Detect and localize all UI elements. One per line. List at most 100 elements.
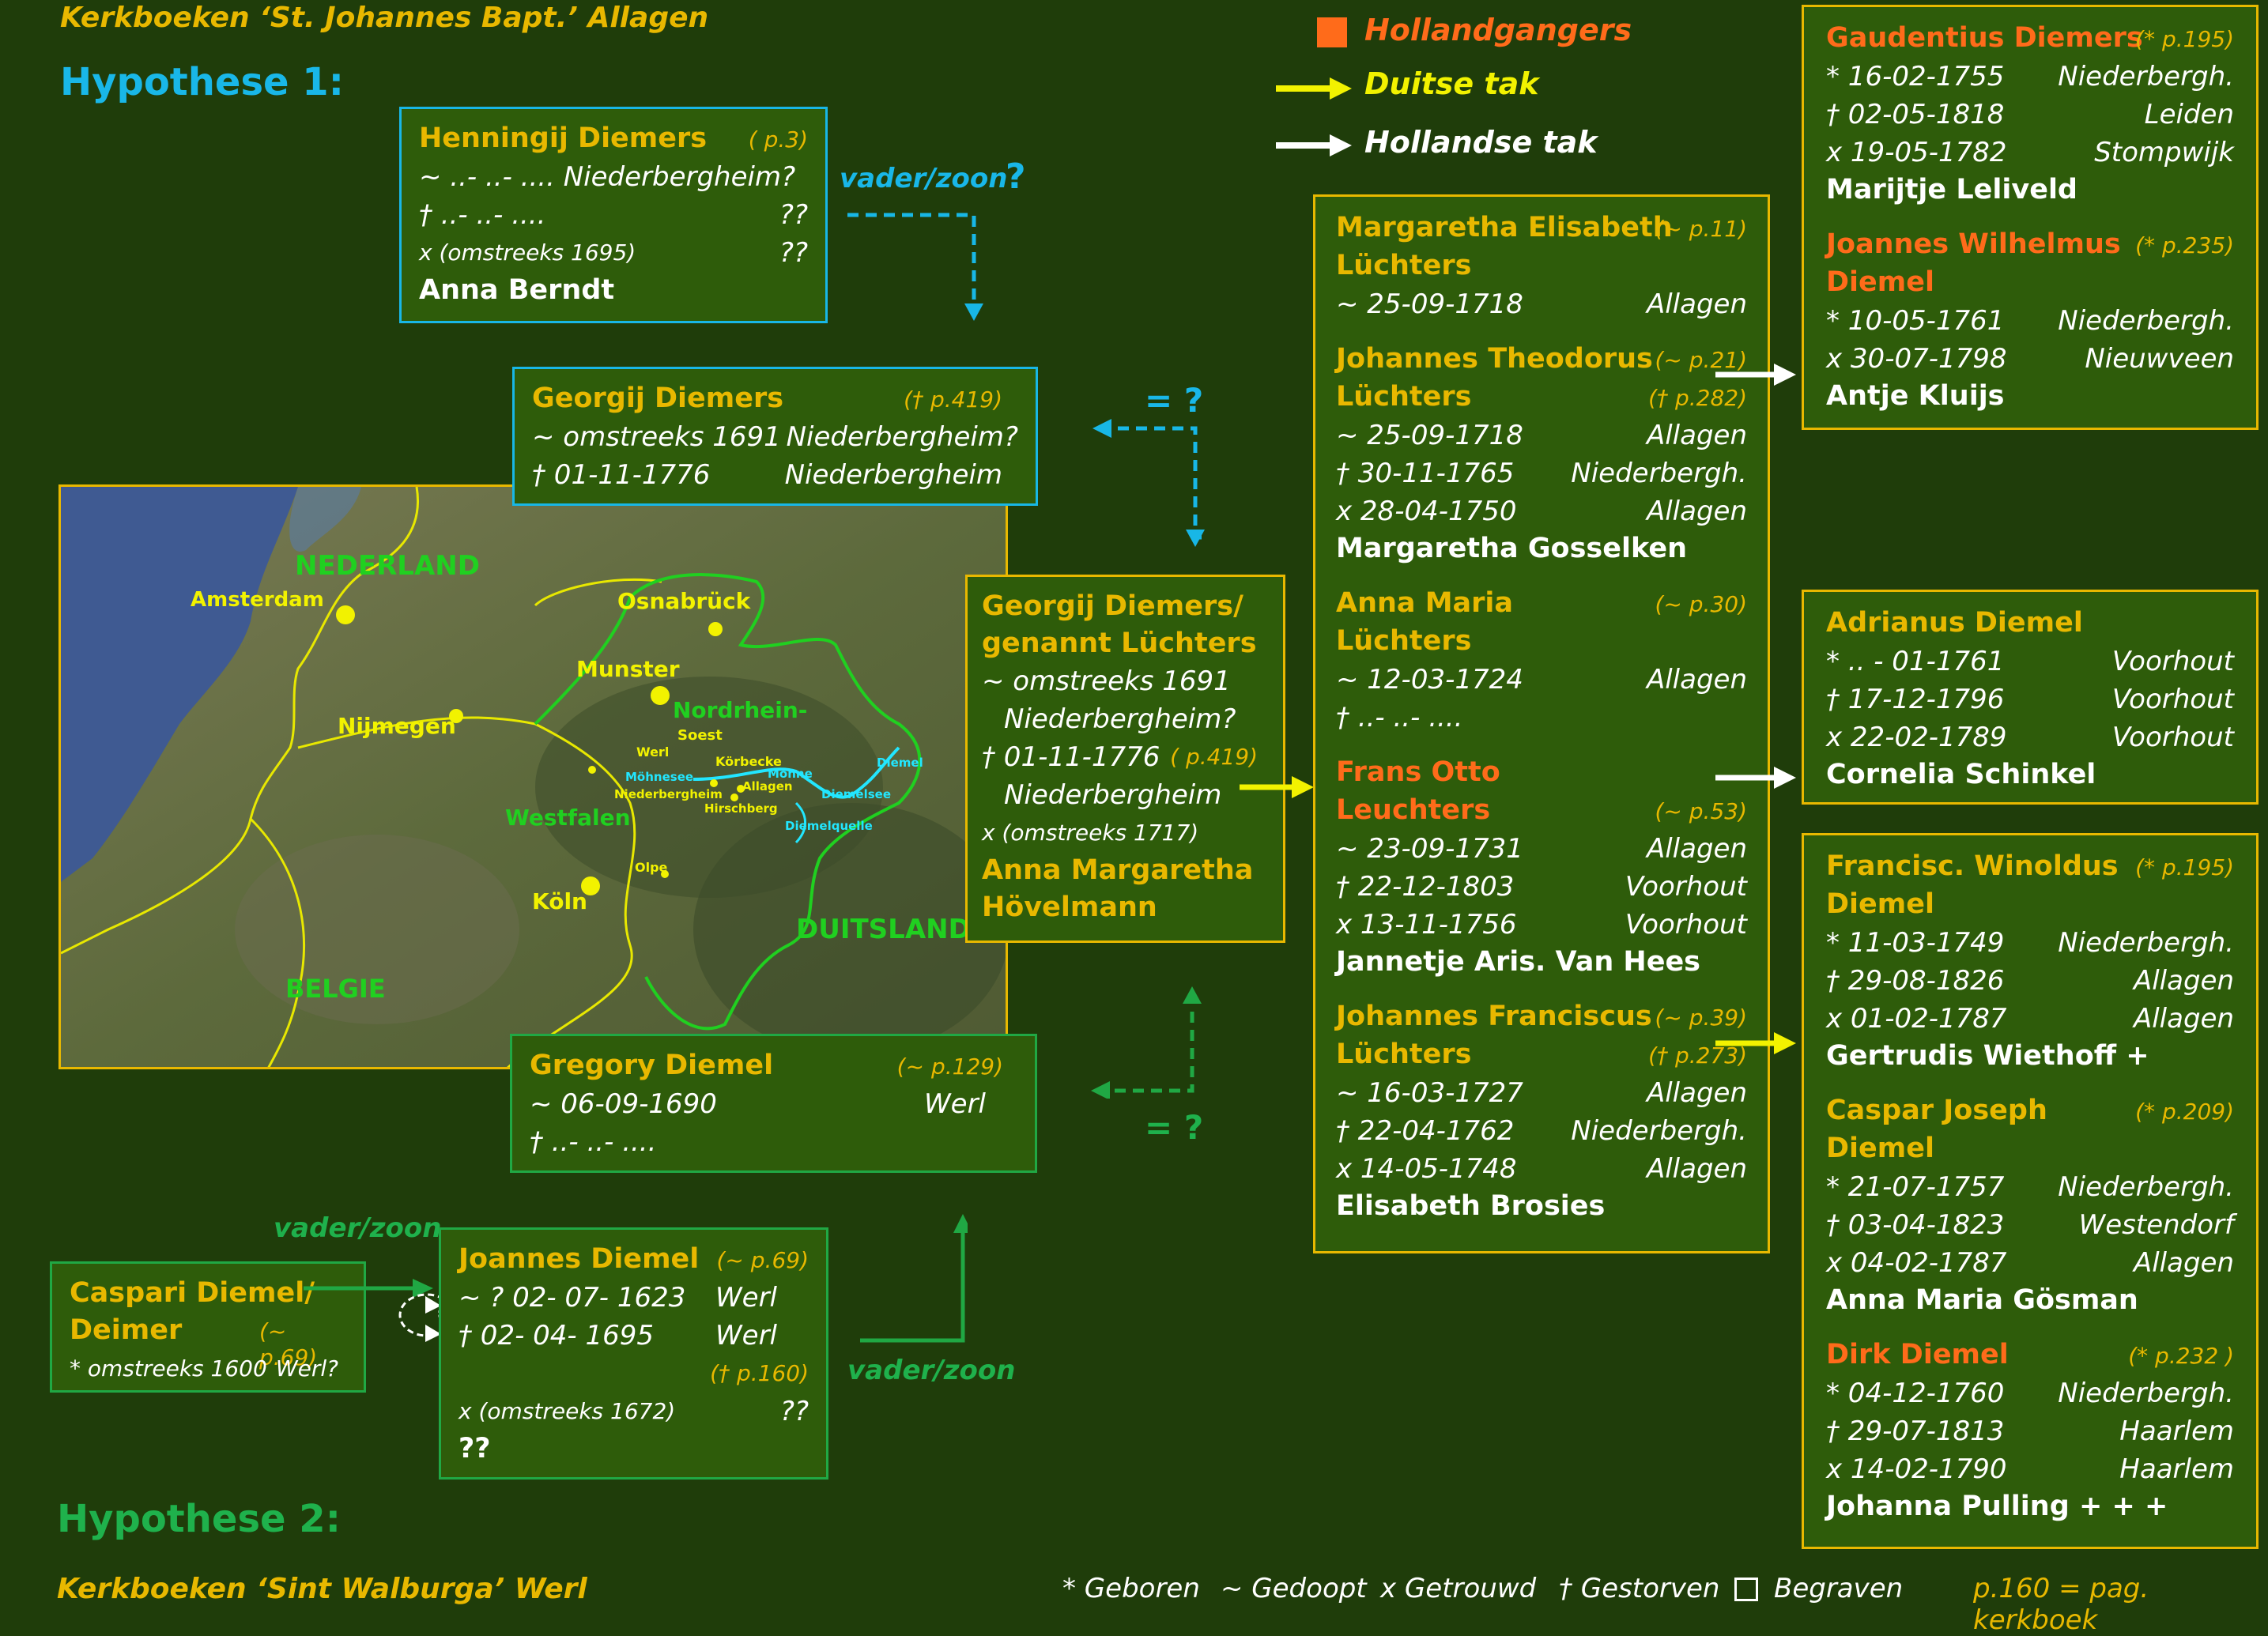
map-label-osnabruck: Osnabrück xyxy=(617,588,751,614)
event-place: Niederbergh. xyxy=(2058,305,2234,337)
event-date: ~ 12-03-1724 xyxy=(1336,664,1523,695)
spouse-name-line2: Hövelmann xyxy=(982,892,1157,923)
map-label-soest: Soest xyxy=(677,727,723,744)
event-place: Allagen xyxy=(2133,965,2234,997)
death-place: Niederbergheim xyxy=(784,459,1002,491)
hypothesis-1-heading: Hypothese 1: xyxy=(60,60,344,104)
death-row: † ..- ..- .... xyxy=(419,199,546,231)
arrow-caspari-joannes-icon xyxy=(304,1279,455,1342)
page-ref: (* p.195) xyxy=(2135,854,2234,880)
spouse-name: Anna Berndt xyxy=(419,274,615,306)
event-date: x 14-05-1748 xyxy=(1336,1153,1517,1185)
event-place: Voorhout xyxy=(1625,909,1747,941)
source-title-top: Kerkboeken ‘St. Johannes Bapt.’ Allagen xyxy=(60,2,709,34)
person-name-line2: Lüchters xyxy=(1336,625,1472,657)
map-label-korbecke: Körbecke xyxy=(715,754,782,769)
hypothesis-2-heading: Hypothese 2: xyxy=(57,1497,341,1541)
person-name-line2: Leuchters xyxy=(1336,794,1491,826)
spouse-name: Anna Maria Gösman xyxy=(1826,1284,2138,1316)
white-arrow-frans-otto-icon xyxy=(1715,767,1796,789)
event-place: Allagen xyxy=(1646,420,1747,451)
page-ref-2: († p.282) xyxy=(1648,385,1747,411)
person-name: Margaretha Elisabeth xyxy=(1336,212,1673,243)
event-place: Allagen xyxy=(1646,664,1747,695)
person-name: Dirk Diemel xyxy=(1826,1339,2009,1370)
baptism-row: ~ ? 02- 07- 1623 xyxy=(459,1282,686,1314)
legend-hollandse-tak: Hollandse tak xyxy=(1364,125,1598,160)
birth-place: Werl? xyxy=(275,1355,338,1382)
spouse-name: Marijtje Leliveld xyxy=(1826,174,2077,205)
dashed-arrow-top-icon xyxy=(847,213,983,321)
legend-hollandgangers: Hollandgangers xyxy=(1364,13,1632,47)
event-date: ~ 23-09-1731 xyxy=(1336,833,1523,865)
person-name: Gregory Diemel xyxy=(530,1050,774,1081)
death-row: † 02- 04- 1695 xyxy=(459,1320,655,1351)
person-entry: Johannes Franciscus(~ p.39)Lüchters(† p.… xyxy=(1336,998,1747,1225)
footer-getrouwd: x Getrouwd xyxy=(1380,1573,1537,1604)
person-card-georgij-genannt-luchters: Georgij Diemers/ genannt Lüchters ~ omst… xyxy=(965,575,1285,943)
person-card-georgij-diemers: Georgij Diemers(† p.419) ~ omstreeks 169… xyxy=(512,367,1038,506)
map-label-koln: Köln xyxy=(532,888,587,914)
event-date: * 04-12-1760 xyxy=(1826,1378,2005,1409)
person-card-henningij-diemers: Henningij Diemers( p.3) ~ ..- ..- .... N… xyxy=(399,107,828,323)
event-place: Voorhout xyxy=(2111,722,2234,753)
event-date: * .. - 01-1761 xyxy=(1826,646,2005,677)
map-label-werl: Werl xyxy=(636,744,670,760)
death-row: † ..- ..- .... xyxy=(530,1126,657,1158)
person-name-line2: Diemel xyxy=(1826,266,1934,298)
person-name-line2: Diemel xyxy=(1826,1133,1934,1164)
person-card-joannes-diemel: Joannes Diemel (~ p.69) ~ ? 02- 07- 1623 W… xyxy=(439,1227,828,1480)
event-date: * 16-02-1755 xyxy=(1826,61,2005,92)
person-name: Johannes Franciscus xyxy=(1336,1001,1652,1032)
person-name: Johannes Theodorus xyxy=(1336,343,1653,375)
page-ref-death: († p.160) xyxy=(710,1360,809,1386)
spouse-name-line1: Anna Margaretha xyxy=(982,854,1254,886)
event-place: Niederbergh. xyxy=(2058,1378,2234,1409)
luchters-children-card: Margaretha Elisabeth(~ p.11)Lüchters~ 25… xyxy=(1313,194,1770,1253)
event-place: Niederbergh. xyxy=(2058,61,2234,92)
person-entry: Margaretha Elisabeth(~ p.11)Lüchters~ 25… xyxy=(1336,209,1747,323)
person-name-line2: Lüchters xyxy=(1336,250,1472,281)
event-date: † 30-11-1765 xyxy=(1336,458,1515,489)
person-name: Joannes Diemel xyxy=(459,1243,700,1275)
map-label-hirschberg: Hirschberg xyxy=(704,801,778,816)
death-row: † 01-11-1776 xyxy=(532,459,711,491)
page-ref: ( p.3) xyxy=(748,126,808,153)
spouse-name: Antje Kluijs xyxy=(1826,380,2005,412)
person-entry: Francisc. Winoldus(* p.195)Diemel* 11-03… xyxy=(1826,848,2234,1075)
person-name: Frans Otto xyxy=(1336,756,1500,788)
person-name: Georgij Diemers xyxy=(532,383,784,414)
baptism-place: Werl xyxy=(715,1282,777,1314)
white-arrow-johannes-theodorus-icon xyxy=(1715,364,1796,386)
page-ref: (~ p.69) xyxy=(716,1247,809,1273)
event-date: ~ 25-09-1718 xyxy=(1336,288,1523,320)
person-name: Joannes Wilhelmus xyxy=(1826,228,2121,260)
person-name: Gaudentius Diemers xyxy=(1826,22,2143,54)
dashed-arrow-cyan-icon xyxy=(1092,419,1205,547)
event-date: † 22-12-1803 xyxy=(1336,871,1515,903)
vader-zoon-label-left: vader/zoon xyxy=(274,1212,442,1244)
source-title-bottom: Kerkboeken ‘Sint Walburga’ Werl xyxy=(57,1573,587,1605)
event-place: Voorhout xyxy=(1625,871,1747,903)
event-date: † 22-04-1762 xyxy=(1336,1115,1515,1147)
person-name: Anna Maria xyxy=(1336,587,1514,619)
event-date: ~ 25-09-1718 xyxy=(1336,420,1523,451)
equals-question-green: = ? xyxy=(1145,1108,1204,1147)
begraven-box-icon xyxy=(1734,1578,1758,1601)
baptism-row: ~ ..- ..- .... Niederbergheim? xyxy=(419,161,796,193)
person-entry: Joannes Wilhelmus(* p.235)Diemel* 10-05-… xyxy=(1826,226,2234,415)
person-name-line2: Lüchters xyxy=(1336,381,1472,413)
event-place: Voorhout xyxy=(2111,646,2234,677)
event-place: Nieuwveen xyxy=(2085,343,2234,375)
map-background-icon xyxy=(61,487,1006,1067)
spouse-name: Johanna Pulling + + + xyxy=(1826,1491,2168,1522)
event-date: ~ 16-03-1727 xyxy=(1336,1077,1523,1109)
duitse-tak-arrow-icon xyxy=(1276,77,1352,100)
yellow-arrow-to-luchters-icon xyxy=(1240,776,1314,798)
equals-question-cyan: = ? xyxy=(1145,381,1204,420)
map-label-diemelsee: Diemelsee xyxy=(821,787,891,801)
map-label-duitsland: DUITSLAND xyxy=(796,914,971,945)
